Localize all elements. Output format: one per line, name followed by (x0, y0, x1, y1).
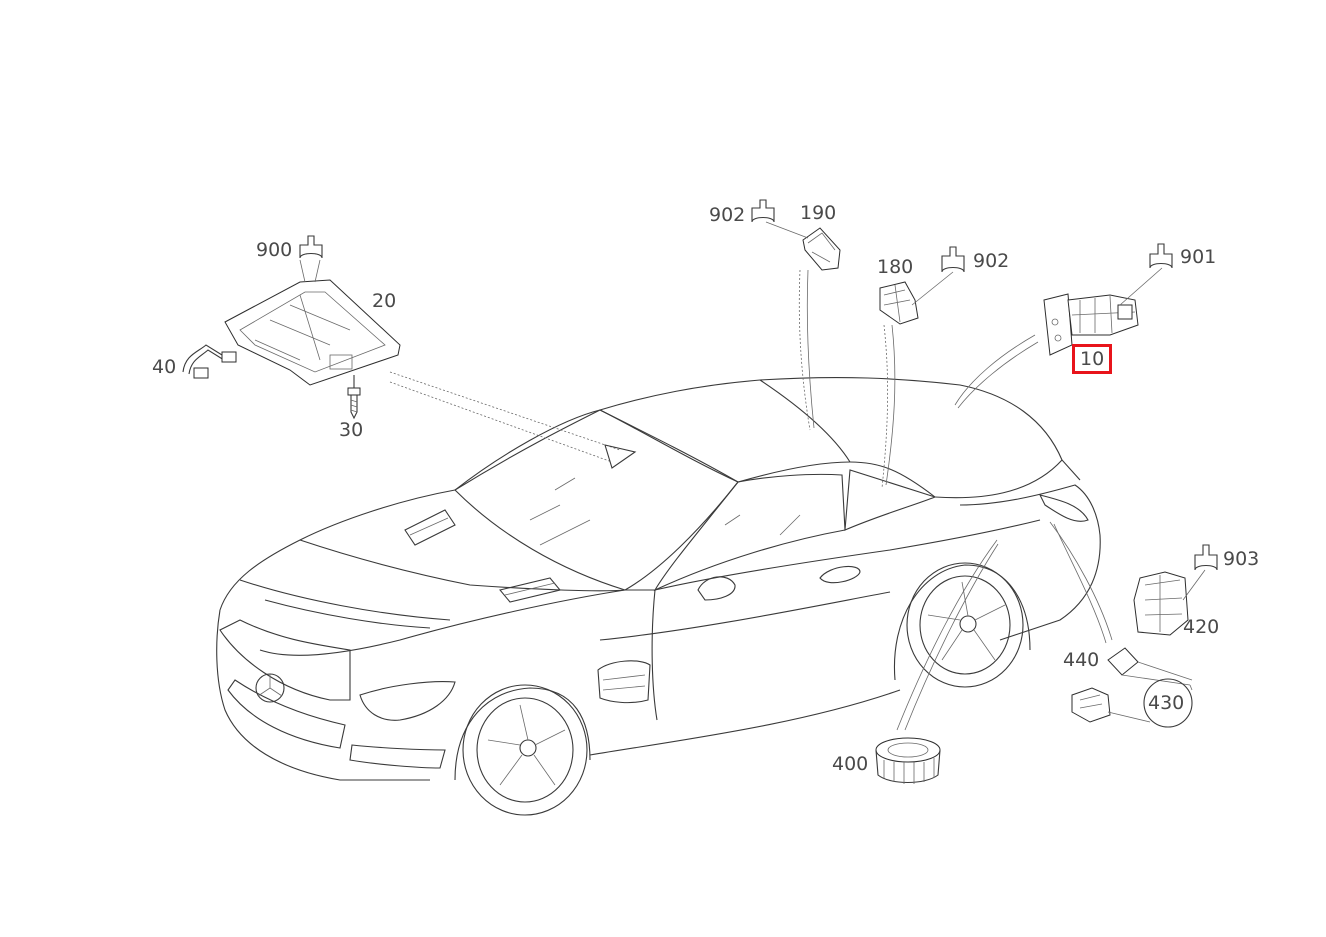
part-10-lamp-unit (1043, 243, 1173, 356)
callout-902-a[interactable]: 902 (709, 204, 746, 226)
bracket-symbol-901 (1149, 243, 1173, 269)
bracket-symbol-900 (299, 235, 323, 259)
part-180-lamp (879, 246, 965, 325)
part-420-lamp (1133, 544, 1218, 636)
part-40-wire (182, 344, 237, 379)
callout-40[interactable]: 40 (152, 356, 177, 378)
part-30-screw (347, 375, 361, 420)
part-20-overhead-panel (224, 235, 401, 386)
callout-440[interactable]: 440 (1063, 649, 1100, 671)
part-430-socket (1071, 678, 1193, 728)
callout-20[interactable]: 20 (372, 290, 397, 312)
leader-arrows (389, 269, 1113, 731)
bracket-symbol-902a (751, 199, 775, 223)
car-outline (216, 376, 1101, 816)
callout-190[interactable]: 190 (800, 202, 837, 224)
callout-903[interactable]: 903 (1223, 548, 1260, 570)
callout-901[interactable]: 901 (1180, 246, 1217, 268)
callout-420[interactable]: 420 (1183, 616, 1220, 638)
callout-900[interactable]: 900 (256, 239, 293, 261)
callout-430[interactable]: 430 (1148, 692, 1185, 714)
callout-902-b[interactable]: 902 (973, 250, 1010, 272)
callout-180[interactable]: 180 (877, 256, 914, 278)
bracket-symbol-903 (1194, 544, 1218, 571)
bracket-symbol-902b (941, 246, 965, 273)
callout-400[interactable]: 400 (832, 753, 869, 775)
part-190-lamp (751, 199, 841, 271)
part-400-speaker (875, 737, 941, 784)
part-440-bulb (1107, 647, 1193, 686)
callout-10-highlighted[interactable]: 10 (1072, 344, 1113, 374)
callout-30[interactable]: 30 (339, 419, 364, 441)
